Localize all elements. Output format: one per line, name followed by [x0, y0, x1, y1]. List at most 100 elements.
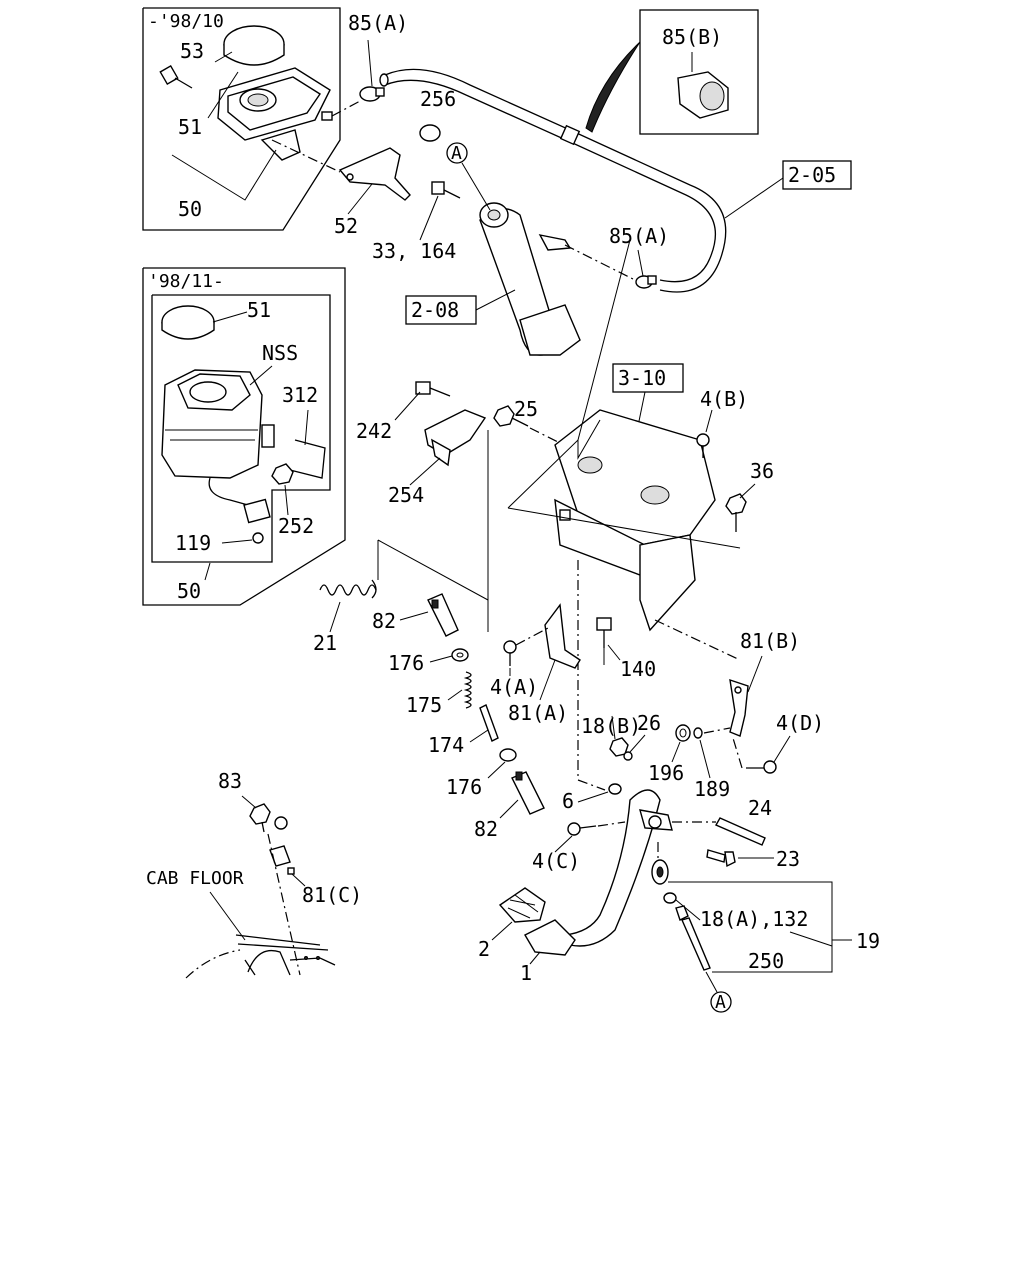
bracket-81a [544, 603, 581, 669]
spring-175 [463, 671, 472, 709]
bolt-140 [596, 617, 612, 648]
reservoir-tank-nss [161, 369, 275, 524]
ref-box-2-05: 2-05 [724, 160, 852, 219]
reservoir-cap-51 [161, 305, 215, 340]
label-140: 140 [620, 657, 656, 681]
label-6: 6 [562, 789, 574, 813]
label-174: 174 [428, 733, 464, 757]
label-4a: 4(A) [490, 675, 538, 699]
nut-252 [271, 463, 294, 485]
nut-18a [663, 892, 677, 904]
clutch-pedal-arm [563, 789, 673, 947]
label-176-top: 176 [388, 651, 424, 675]
label-51-late: 51 [247, 298, 271, 322]
label-85b: 85(B) [662, 25, 722, 49]
bolt-242 [415, 381, 451, 397]
washer-176-bottom [499, 748, 517, 762]
label-176-bottom: 176 [446, 775, 482, 799]
bushing-196 [675, 724, 691, 742]
bracket-52 [338, 147, 411, 201]
inset-late-date: '98/11- [148, 271, 224, 292]
label-4d: 4(D) [776, 711, 824, 735]
reservoir-cap-53 [223, 25, 285, 66]
switch-82-top [427, 593, 459, 637]
inset-early-reservoir: -'98/10 53 51 50 [142, 7, 341, 231]
bolt-83 [249, 803, 271, 833]
pedal-bracket-assembly [554, 409, 716, 632]
hose-clamp-85a-top [359, 86, 385, 102]
label-cab-floor: CAB FLOOR [146, 868, 244, 889]
label-51: 51 [178, 115, 202, 139]
inset-clip-85b: 85(B) [585, 9, 759, 135]
label-81a: 81(A) [508, 701, 568, 725]
bolt-23 [706, 849, 736, 868]
label-85a-mid: 85(A) [609, 224, 669, 248]
label-21: 21 [313, 631, 337, 655]
label-82-top: 82 [372, 609, 396, 633]
label-242: 242 [356, 419, 392, 443]
bolt-4a [503, 640, 517, 666]
label-4c: 4(C) [532, 849, 580, 873]
plug-256 [419, 124, 441, 142]
label-254: 254 [388, 483, 424, 507]
label-18a-132: 18(A),132 [700, 907, 808, 931]
collar-6 [608, 783, 622, 795]
ref-3-10: 3-10 [618, 366, 666, 390]
spring-21 [319, 579, 377, 599]
ref-box-3-10: 3-10 [612, 363, 684, 466]
hose-clamp-85a-mid [635, 275, 657, 289]
pedal-pad-cover-2 [498, 887, 546, 923]
pin-24 [715, 817, 766, 846]
ref-2-05: 2-05 [788, 163, 836, 187]
label-50: 50 [178, 197, 202, 221]
label-175: 175 [406, 693, 442, 717]
master-cylinder [479, 202, 581, 356]
ref-2-08: 2-08 [411, 298, 459, 322]
label-23: 23 [776, 847, 800, 871]
pedal-pad-1 [524, 919, 576, 956]
label-24: 24 [748, 796, 772, 820]
label-83: 83 [218, 769, 242, 793]
label-52: 52 [334, 214, 358, 238]
switch-82-bottom [511, 771, 545, 815]
label-53: 53 [180, 39, 204, 63]
label-19: 19 [856, 929, 880, 953]
label-18b: 18(B) [581, 714, 641, 738]
label-81c: 81(C) [302, 883, 362, 907]
label-nss: NSS [262, 341, 298, 365]
inset-late-reservoir: '98/11- 51 NSS 312 252 119 [142, 267, 346, 606]
label-256: 256 [420, 87, 456, 111]
ref-circle-a-bottom: A [705, 971, 732, 1013]
bolt-4c [567, 822, 597, 836]
label-25: 25 [514, 397, 538, 421]
ref-circle-a-top: A [446, 142, 491, 211]
label-26: 26 [637, 711, 661, 735]
clip-icon [677, 71, 729, 119]
label-33-164: 33, 164 [372, 239, 456, 263]
ref-box-2-08: 2-08 [405, 289, 516, 325]
label-119: 119 [175, 531, 211, 555]
label-82-bottom: 82 [474, 817, 498, 841]
ref-a-bottom: A [715, 992, 726, 1013]
clip-26 [623, 751, 633, 761]
label-189: 189 [694, 777, 730, 801]
bracket-81b [729, 678, 749, 737]
label-50-late: 50 [177, 579, 201, 603]
rod-174 [479, 704, 499, 742]
label-36: 36 [750, 459, 774, 483]
clip-81c [269, 816, 295, 875]
label-85a-top: 85(A) [348, 11, 408, 35]
label-4b: 4(B) [700, 387, 748, 411]
inset-early-date: -'98/10 [148, 11, 224, 32]
bolt-4d [746, 760, 777, 774]
bolt-33-164 [431, 181, 461, 199]
label-1: 1 [520, 961, 532, 985]
label-312: 312 [282, 383, 318, 407]
cab-floor-outline [185, 891, 336, 979]
reservoir-tank-51 [217, 67, 333, 161]
ref-a-top: A [451, 143, 462, 164]
label-81b: 81(B) [740, 629, 800, 653]
label-196: 196 [648, 761, 684, 785]
bracket-254 [424, 409, 487, 467]
bolt-4b [696, 433, 710, 458]
